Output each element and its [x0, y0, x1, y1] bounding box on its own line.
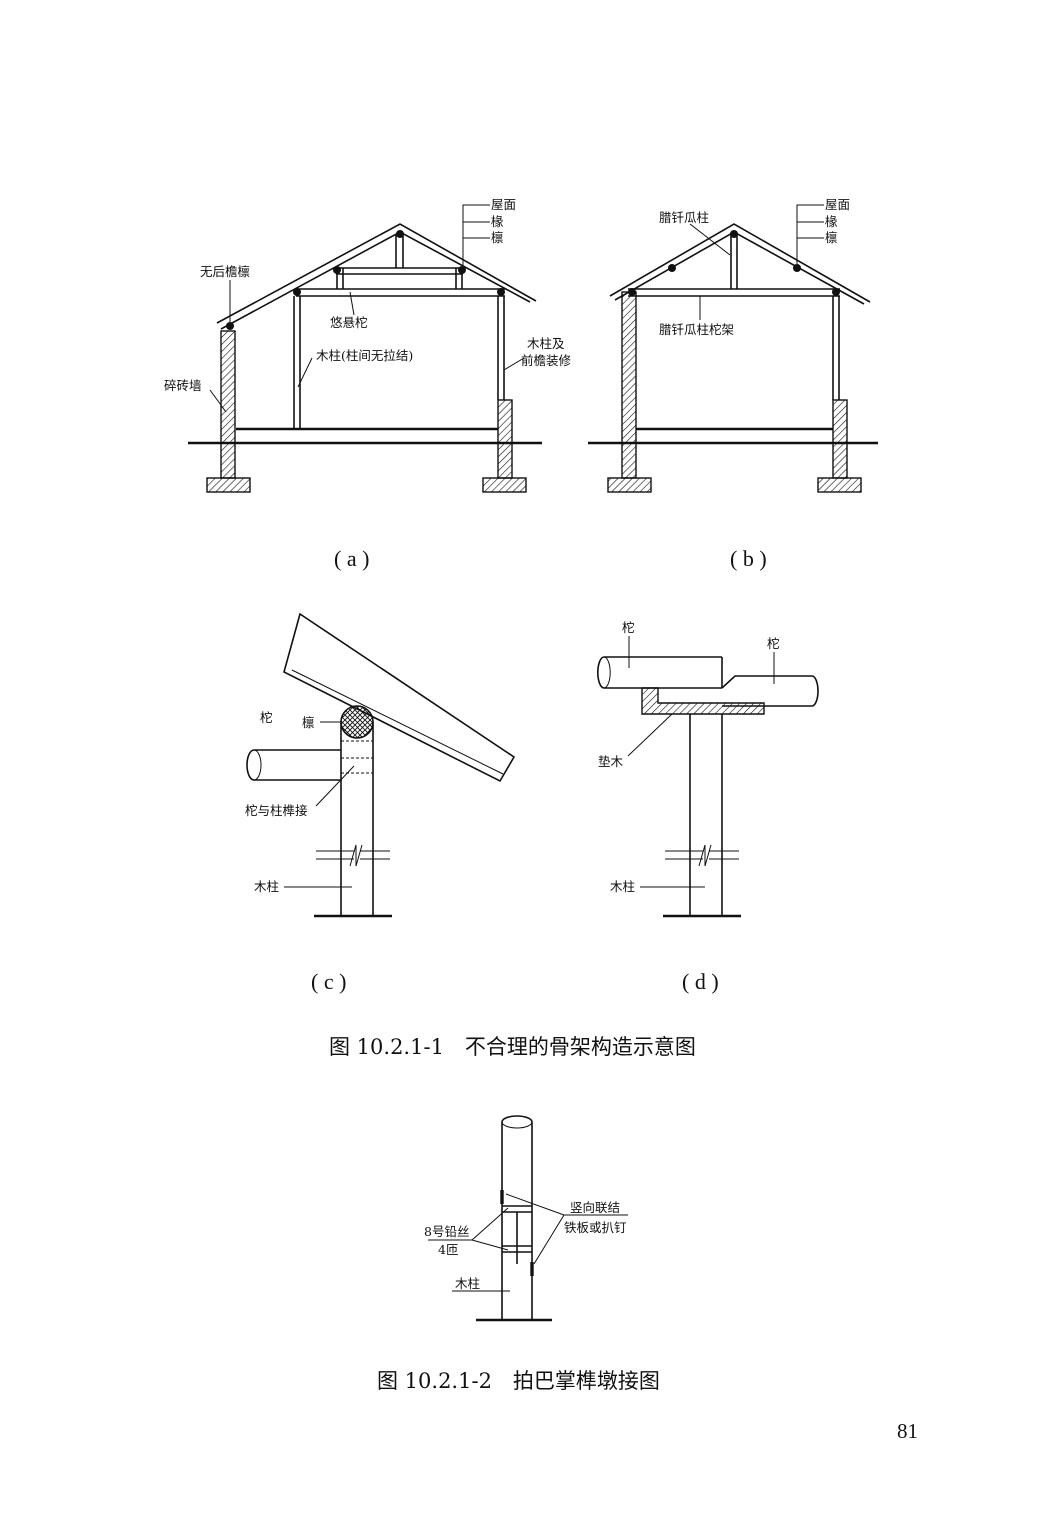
- label-purlin-a: 檩: [491, 230, 504, 245]
- figure-caption-2: 图 10.2.1-2 拍巴掌榫墩接图: [377, 1369, 660, 1393]
- label-packing-block: 垫木: [598, 754, 624, 769]
- roof-outer: [609, 223, 871, 303]
- label-beam-c: 柁: [260, 710, 273, 725]
- label-king-post-frame: 腊钎瓜柱柁架: [659, 322, 734, 337]
- brick-wall: [220, 330, 236, 479]
- packing-block: [641, 687, 765, 715]
- label-rafter-a: 椽: [491, 214, 504, 229]
- label-purlin-c: 檩: [302, 715, 315, 730]
- label-roof-a: 屋面: [491, 197, 516, 212]
- label-wood-column-c: 木柱: [254, 879, 279, 894]
- beam: [246, 749, 341, 781]
- label-rafter-b: 椽: [825, 214, 838, 229]
- caption-b: ( b ): [730, 546, 767, 571]
- diagram-b: 屋面 椽 檩 腊钎瓜柱 腊钎瓜柱柁架 ( b ): [588, 197, 878, 571]
- column-pier: [497, 399, 513, 479]
- caption-a: ( a ): [334, 546, 369, 571]
- brick-wall: [621, 291, 637, 479]
- label-roof-b: 屋面: [825, 197, 850, 212]
- caption-c: ( c ): [311, 969, 346, 994]
- label-front-eave: 前檐装修: [521, 353, 572, 368]
- label-brick-wall: 碎砖墙: [164, 378, 202, 393]
- sloped-rafter: [283, 612, 516, 783]
- label-wood-column-2: 木柱: [455, 1276, 480, 1291]
- wood-column: [501, 1115, 533, 1320]
- caption-d: ( d ): [682, 969, 719, 994]
- label-no-rear-eave-purlin: 无后檐檩: [200, 264, 250, 279]
- label-wood-column-front: 木柱及: [527, 336, 565, 351]
- label-iron-plate: 铁板或扒钉: [564, 1220, 627, 1235]
- diagram-a: 屋面 椽 檩 无后檐檩 悠悬柁 木柱(柱间无拉结) 木柱及 前檐装修 碎砖墙 (…: [164, 197, 572, 571]
- label-tenon-joint: 柁与柱榫接: [245, 803, 308, 818]
- label-beam-d-left: 柁: [622, 620, 635, 635]
- wall-footing: [206, 477, 251, 493]
- label-wire-turns: 4匝: [438, 1242, 458, 1257]
- label-king-post: 腊钎瓜柱: [659, 210, 709, 225]
- label-wood-column-a: 木柱(柱间无拉结): [316, 348, 413, 363]
- diagram-splice-joint: 竖向联结 铁板或扒钉 8号铅丝 4匝 木柱: [424, 1115, 628, 1322]
- label-beam-d-right: 柁: [767, 636, 780, 651]
- column-pier: [832, 399, 848, 479]
- label-purlin-b: 檩: [825, 230, 838, 245]
- roof-inner: [220, 231, 531, 330]
- beam-right: [721, 675, 819, 707]
- figure-caption-1: 图 10.2.1-1 不合理的骨架构造示意图: [329, 1035, 696, 1059]
- label-vertical-link: 竖向联结: [570, 1200, 620, 1215]
- pier-footing: [817, 477, 862, 493]
- wall-footing: [607, 477, 652, 493]
- roof-outer: [216, 223, 537, 324]
- diagram-c: 柁 檩 柁与柱榫接 木柱 ( c ): [245, 612, 516, 994]
- label-cantilever-beam: 悠悬柁: [330, 315, 368, 330]
- purlin-section: [340, 705, 374, 739]
- pier-footing: [482, 477, 527, 493]
- beam-left: [597, 656, 722, 689]
- label-wood-column-d: 木柱: [610, 879, 635, 894]
- label-wire-no8: 8号铅丝: [424, 1224, 469, 1239]
- page-number: 81: [897, 1419, 918, 1443]
- diagram-d: 柁 柁 垫木 木柱 ( d ): [597, 620, 819, 994]
